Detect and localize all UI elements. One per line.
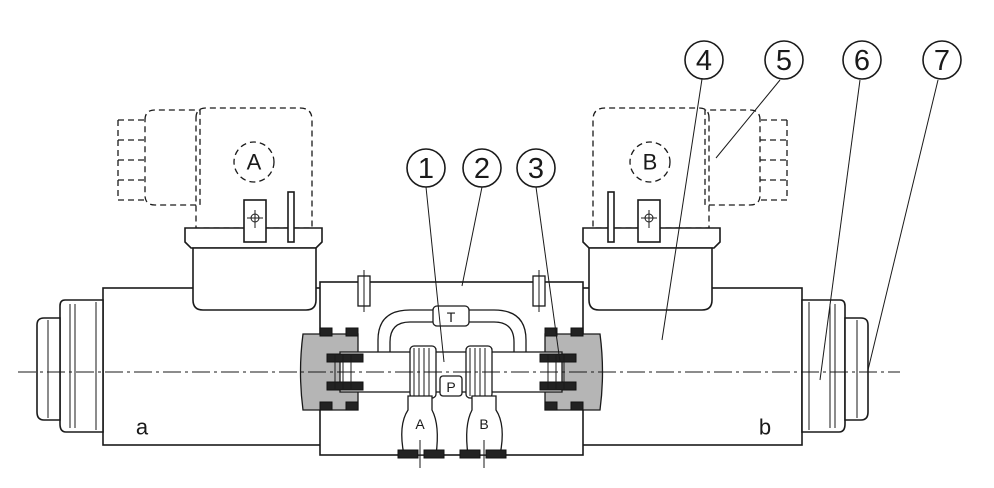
- valve-body: [299, 270, 604, 468]
- callout-6: 6: [842, 40, 882, 80]
- port-b-seal-left: [459, 449, 481, 459]
- end-b-label: b: [759, 415, 771, 440]
- end-a-label: a: [136, 415, 149, 440]
- right-coil-tube: [581, 287, 803, 446]
- leader-2: [461, 186, 483, 287]
- right-plug-pins: [760, 119, 788, 201]
- right-coil-body: [588, 247, 713, 311]
- left-plug-outline: [144, 109, 201, 206]
- callout-5-number: 5: [776, 45, 792, 77]
- right-plug-outline: [704, 109, 761, 206]
- callout-2: 2: [462, 148, 502, 188]
- callout-7-number: 7: [934, 45, 950, 77]
- callout-4-number: 4: [696, 45, 712, 77]
- callout-3: 3: [516, 148, 556, 188]
- callout-6-number: 6: [854, 45, 870, 77]
- port-b-seal-right: [485, 449, 507, 459]
- leader-4: [661, 78, 703, 341]
- leader-lines: [425, 78, 939, 381]
- port-a-seal-right: [423, 449, 445, 459]
- solenoid-a-label: A: [247, 150, 262, 175]
- leader-6: [819, 79, 861, 381]
- port-p-label: P: [446, 379, 455, 395]
- callout-7: 7: [922, 40, 962, 80]
- right-solenoid: [581, 107, 869, 446]
- leader-1: [425, 186, 445, 363]
- pressure-port-box: [439, 375, 463, 397]
- left-coil-body: [192, 247, 317, 311]
- left-plug-pins: [117, 119, 145, 201]
- leader-7: [867, 79, 939, 371]
- right-socket-outline: [592, 107, 710, 229]
- callout-5: 5: [764, 40, 804, 80]
- left-coil-tube: [102, 287, 324, 446]
- port-a-seal-left: [397, 449, 419, 459]
- tank-port-box: [432, 305, 470, 327]
- left-spring: [326, 353, 364, 391]
- port-t-label: T: [447, 309, 456, 325]
- left-solenoid: [36, 107, 324, 446]
- callout-3-number: 3: [528, 153, 544, 185]
- left-end-nut: [59, 299, 104, 433]
- port-a-label: A: [415, 416, 425, 432]
- port-b-label: B: [479, 416, 488, 432]
- leader-3: [535, 186, 561, 363]
- callout-1-number: 1: [418, 153, 434, 185]
- right-end-nut: [801, 299, 846, 433]
- right-solenoid-circle: [629, 141, 671, 183]
- callout-4: 4: [684, 40, 724, 80]
- left-socket-outline: [195, 107, 313, 229]
- left-solenoid-circle: [233, 141, 275, 183]
- callout-2-number: 2: [474, 153, 490, 185]
- solenoid-b-label: B: [643, 150, 658, 175]
- leader-5: [715, 79, 781, 159]
- right-pin: [607, 191, 615, 243]
- callout-1: 1: [406, 148, 446, 188]
- left-pin: [287, 191, 295, 243]
